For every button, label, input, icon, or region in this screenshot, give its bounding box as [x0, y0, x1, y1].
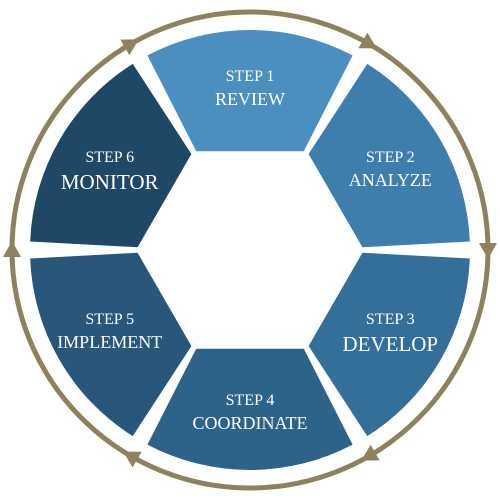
step-segments — [30, 29, 470, 471]
cycle-arrowhead-5 — [3, 241, 21, 257]
cycle-arrowhead-2 — [479, 243, 497, 259]
step-6-name-label: MONITOR — [61, 170, 159, 194]
step-1-number-label: STEP 1 — [226, 68, 275, 85]
step-2-name-label: ANALYZE — [349, 170, 432, 190]
step-4-number-label: STEP 4 — [226, 392, 275, 409]
step-6-number-label: STEP 6 — [85, 149, 134, 166]
step-3-name-label: DEVELOP — [342, 332, 438, 356]
cycle-arrowhead-3 — [361, 444, 380, 461]
step-segment-4 — [147, 348, 353, 471]
cycle-arrows — [3, 32, 497, 468]
step-4-name-label: COORDINATE — [193, 413, 308, 433]
step-3-number-label: STEP 3 — [366, 311, 415, 328]
step-segment-6 — [30, 63, 192, 248]
step-1-name-label: REVIEW — [215, 89, 285, 109]
step-2-number-label: STEP 2 — [366, 149, 415, 166]
step-segment-3 — [308, 252, 470, 437]
cycle-arrowhead-1 — [358, 32, 377, 49]
step-5-name-label: IMPLEMENT — [57, 332, 162, 352]
cycle-arrowhead-4 — [123, 451, 142, 468]
step-segment-1 — [147, 29, 353, 152]
step-segment-5 — [30, 252, 192, 437]
step-5-number-label: STEP 5 — [85, 311, 134, 328]
step-labels: STEP 1 REVIEW STEP 2 ANALYZE STEP 3 DEVELOP ST… — [57, 68, 438, 433]
cycle-arrowhead-6 — [120, 39, 139, 56]
step-segment-2 — [308, 63, 470, 248]
